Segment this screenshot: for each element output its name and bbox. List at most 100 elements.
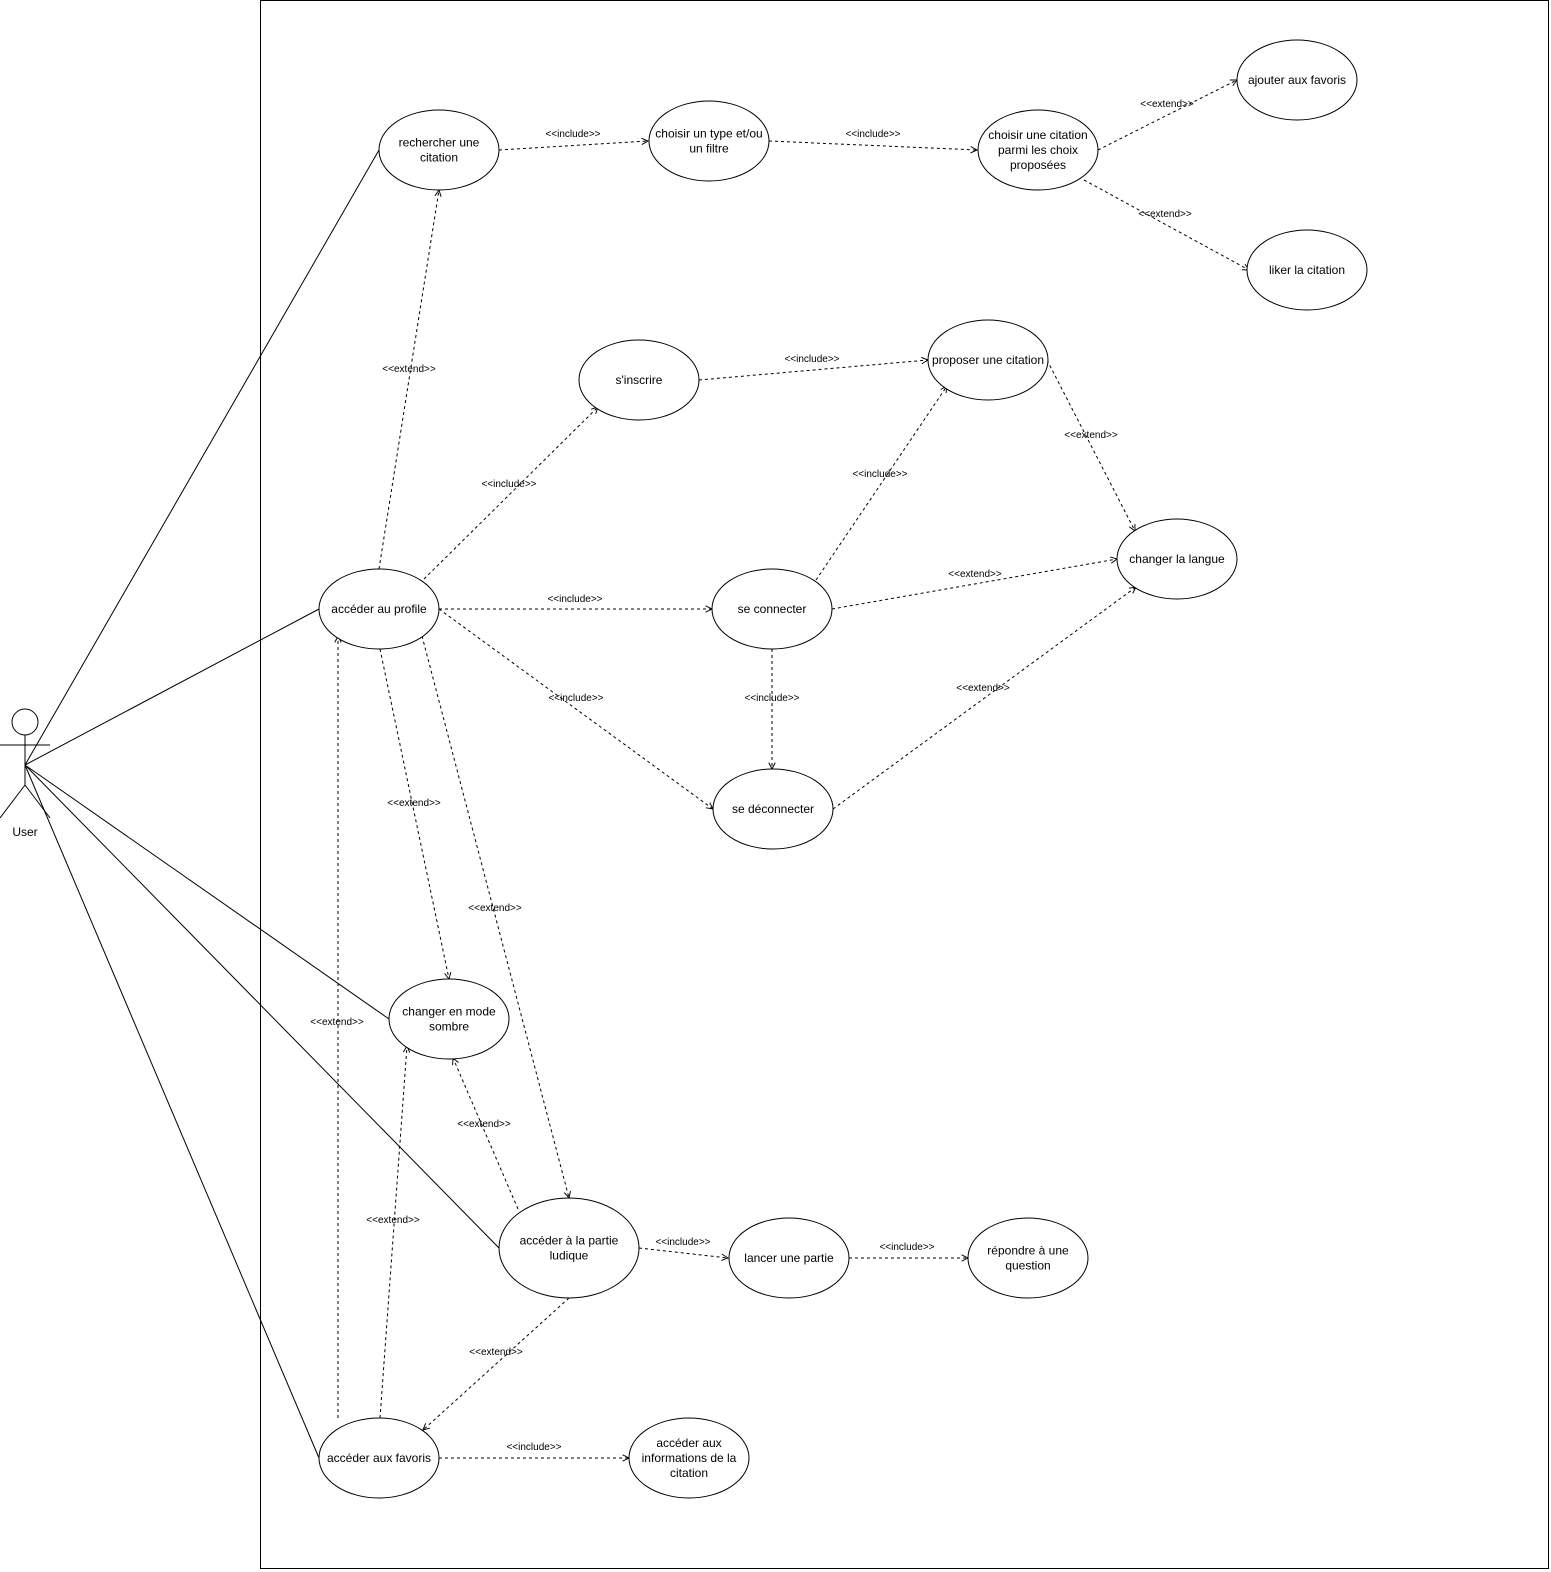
use-case-ellipse xyxy=(1246,229,1368,311)
use-case-ellipse xyxy=(648,100,770,182)
extend-arrow xyxy=(421,635,569,1198)
include-label: <<include>> xyxy=(548,693,603,704)
use-case-label: s'inscrire xyxy=(616,373,663,387)
include-arrow xyxy=(498,141,648,151)
extend-arrow xyxy=(453,1058,519,1210)
extend-label: <<extend>> xyxy=(382,364,436,375)
use-case-label: accéder à la partie xyxy=(520,1234,619,1248)
include-label: <<include>> xyxy=(744,693,799,704)
association-user-sombre xyxy=(24,764,390,1020)
association-user-profile xyxy=(24,608,320,766)
use-case-profile: accéder au profile xyxy=(318,568,440,650)
include-label: <<include>> xyxy=(845,129,900,140)
use-case-deconnecter: se déconnecter xyxy=(712,768,834,850)
include-arrow xyxy=(815,386,947,581)
use-case-label: lancer une partie xyxy=(744,1251,834,1265)
use-case-label: citation xyxy=(670,1466,708,1480)
extend-label: <<extend>> xyxy=(457,1119,511,1130)
use-case-ellipse xyxy=(967,1217,1089,1299)
actor-leg-left xyxy=(0,784,26,819)
extend-arrow xyxy=(378,190,439,570)
extend-label: <<extend>> xyxy=(1064,430,1118,441)
actor-leg-right xyxy=(24,784,51,819)
include-label: <<include>> xyxy=(547,594,602,605)
extend-label: <<extend>> xyxy=(956,683,1010,694)
use-case-label: choisir un type et/ou xyxy=(655,127,762,141)
system-boundary xyxy=(260,0,1549,1569)
use-case-ajouter-favoris: ajouter aux favoris xyxy=(1236,39,1358,121)
extend-arrow xyxy=(379,648,449,979)
use-case-label: ludique xyxy=(550,1249,589,1263)
use-case-label: sombre xyxy=(429,1020,469,1034)
actor-label: User xyxy=(12,825,37,839)
use-case-label: informations de la xyxy=(642,1451,737,1465)
use-case-label: proposées xyxy=(1010,158,1066,172)
extend-label: <<extend>> xyxy=(387,798,441,809)
use-case-ellipse xyxy=(977,109,1099,191)
use-case-ellipse xyxy=(728,1217,850,1299)
use-case-label: changer la langue xyxy=(1129,552,1225,566)
use-case-ellipse xyxy=(318,568,440,650)
include-label: <<include>> xyxy=(879,1242,934,1253)
use-case-ellipse xyxy=(628,1417,750,1499)
include-label: <<include>> xyxy=(506,1442,561,1453)
include-label: <<include>> xyxy=(655,1237,710,1248)
include-arrow xyxy=(698,360,928,381)
use-case-ellipse xyxy=(388,978,510,1060)
extend-arrow xyxy=(1097,80,1237,151)
use-case-label: se connecter xyxy=(738,602,807,616)
include-arrow xyxy=(638,1247,728,1258)
use-case-ellipse xyxy=(1236,39,1358,121)
include-arrow xyxy=(768,140,977,150)
use-case-label: liker la citation xyxy=(1269,263,1345,277)
use-case-favoris: accéder aux favoris xyxy=(318,1417,440,1499)
include-arrow xyxy=(438,608,713,809)
extend-label: <<extend>> xyxy=(310,1017,364,1028)
include-label: <<include>> xyxy=(784,354,839,365)
extend-arrow xyxy=(379,1046,407,1419)
extend-arrow xyxy=(831,559,1117,610)
use-case-ellipse xyxy=(712,768,834,850)
include-label: <<include>> xyxy=(481,479,536,490)
include-label: <<include>> xyxy=(545,129,600,140)
actor-user: User xyxy=(0,708,51,839)
extend-arrow xyxy=(832,587,1136,810)
use-case-label: rechercher une xyxy=(399,136,480,150)
use-case-label: question xyxy=(1005,1259,1050,1273)
use-case-ellipse xyxy=(498,1197,640,1299)
use-case-proposer: proposer une citation xyxy=(927,319,1049,401)
association-lines xyxy=(24,149,500,1459)
use-case-liker: liker la citation xyxy=(1246,229,1368,311)
use-case-label: accéder au profile xyxy=(331,602,427,616)
use-case-label: se déconnecter xyxy=(732,802,814,816)
extend-label: <<extend>> xyxy=(1138,209,1192,220)
use-case-changer-langue: changer la langue xyxy=(1116,518,1238,600)
extend-label: <<extend>> xyxy=(366,1215,420,1226)
actor-head xyxy=(11,708,39,736)
use-case-label: répondre à une xyxy=(987,1244,1069,1258)
use-case-label: ajouter aux favoris xyxy=(1248,73,1346,87)
extend-arrow xyxy=(423,1297,570,1430)
association-user-rechercher xyxy=(24,149,380,766)
use-case-label: choisir une citation xyxy=(988,128,1087,142)
association-user-ludique xyxy=(24,764,500,1249)
use-case-label: citation xyxy=(420,151,458,165)
use-case-label: changer en mode xyxy=(402,1005,496,1019)
use-case-ellipse xyxy=(378,109,500,191)
use-case-inscrire: s'inscrire xyxy=(578,339,700,421)
relation-labels: <<include>> <<include>> <<extend>> <<extend… xyxy=(310,99,1194,1453)
extend-label: <<extend>> xyxy=(469,1347,523,1358)
extend-arrow xyxy=(1046,359,1135,531)
use-case-label: parmi les choix xyxy=(998,143,1078,157)
extend-label: <<extend>> xyxy=(468,903,522,914)
relation-arrows xyxy=(338,80,1249,1458)
use-case-ellipse xyxy=(318,1417,440,1499)
